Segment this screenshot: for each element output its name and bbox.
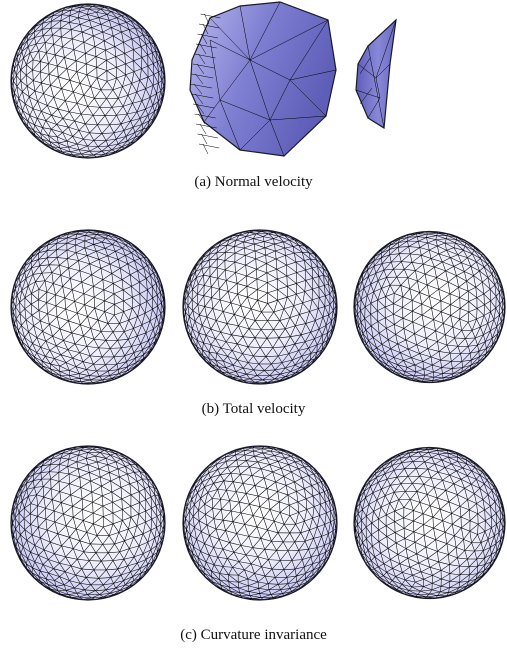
panel-c-mesh-2 xyxy=(182,445,338,601)
panel-b-row xyxy=(0,224,507,385)
mesh-wireframe xyxy=(10,3,166,159)
panel-b-mesh-2 xyxy=(182,229,338,385)
sphere-outline xyxy=(182,229,338,385)
panel-a-mesh-2 xyxy=(189,1,337,157)
sliver-surface xyxy=(355,18,397,130)
panel-b-caption: (b) Total velocity xyxy=(201,401,306,417)
panel-c-caption: (c) Curvature invariance xyxy=(180,627,327,643)
panel-b-mesh-1 xyxy=(10,229,166,385)
mesh-wireframe xyxy=(355,19,397,129)
polyhedron-surface xyxy=(189,1,337,157)
sphere-outline xyxy=(182,445,338,601)
sphere-surface xyxy=(11,4,165,158)
panel-c-row xyxy=(0,440,507,601)
mesh-wireframe xyxy=(182,229,338,385)
mesh-wireframe xyxy=(10,445,166,601)
sphere-surface xyxy=(11,230,165,384)
mesh-wireframe xyxy=(189,1,337,157)
panel-b-mesh-3 xyxy=(353,230,506,384)
sphere-outline xyxy=(353,446,506,600)
panel-c-mesh-1 xyxy=(10,445,166,601)
sphere-outline xyxy=(10,3,166,159)
panel-a-caption: (a) Normal velocity xyxy=(194,174,313,190)
sphere-outline xyxy=(10,229,166,385)
panel-a-mesh-3 xyxy=(355,18,397,130)
panel-c-mesh-3 xyxy=(353,446,506,600)
sphere-outline xyxy=(353,230,506,384)
panel-a-mesh-1 xyxy=(10,3,166,159)
panel-a-row xyxy=(0,0,507,160)
sphere-outline xyxy=(10,445,166,601)
